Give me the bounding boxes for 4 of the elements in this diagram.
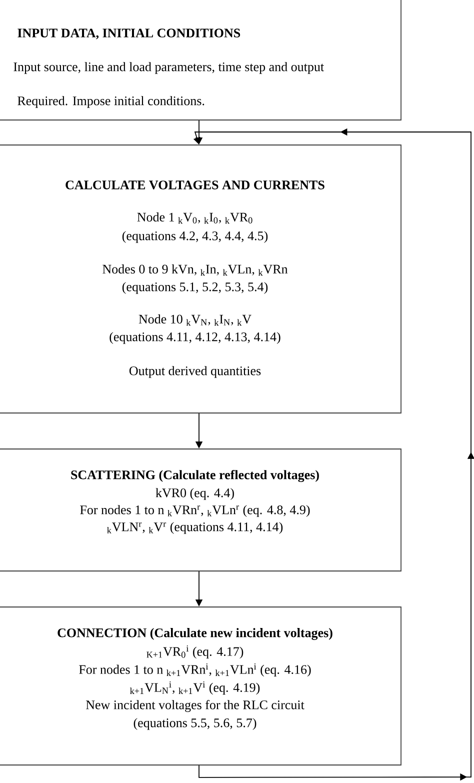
process-box: CONNECTION (Calculate new incident voltages) $_{K+1}$VR$_{0}$$^{i}$ (eq. 4.17) For nodes 1 to n $_{k+1}$VRn$^{i}$, $_{k+1}$VLn$^{i}$ (eq. 4.16) $_{k+1}$VL$_{N}$$^{i}$, $_{k+1}$V$^{i}$ (eq. 4.19) New incident voltages for the RLC circuit (equations 5.5, 5.6, 5.7) [0,606,402,766]
process-box: CALCULATE VOLTAGES AND CURRENTS Node 1 $_{k}$V$_{0}$, $_{k}$I$_{0}$, $_{k}$VR$_{0}$ (equations 4.2, 4.3, 4.4, 4.5) Nodes 0 to 9 kVn, $_{k}$In, $_{k}$VLn, $_{k}$VRn (equations 5.1, 5.2, 5.3, 5.4) Node 10 $_{k}$V$_{N}$, $_{k}$I$_{N}$, $_{k}$V (equations 4.11, 4.12, 4.13, 4.14) Output derived quantities [0,144,402,414]
process-box: INPUT DATA, INITIAL CONDITIONS Input source, line and load parameters, time step and output Required. Impose initial conditions. [0,0,402,120]
process-box: SCATTERING (Calculate reflected voltages) kVR0 (eq. 4.4) For nodes 1 to n $_{k}$VRn$^{r}$, $_{k}$VLn$^{r}$ (eq. 4.8, 4.9) $_{k}$VLN$^{r}$, $_{k}$V$^{r}$ (equations 4.11, 4.14) [0,448,402,572]
